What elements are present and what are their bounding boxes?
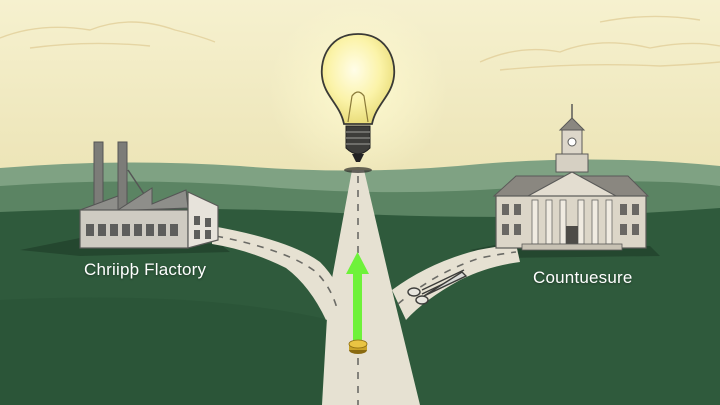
courthouse-icon [492,104,650,251]
clouds [0,15,720,71]
bulb-base-shadow [344,167,372,173]
up-arrow-icon [346,252,369,344]
field-shadow [0,297,330,405]
coin-icon [348,339,368,354]
light-bulb-icon [320,33,396,162]
factory-label: Chriipþ Flactory [84,260,207,279]
scissors-icon [407,269,468,305]
factory-icon [79,141,219,249]
road-dashes [215,176,517,405]
courthouse-label: Countuesure [533,268,633,287]
